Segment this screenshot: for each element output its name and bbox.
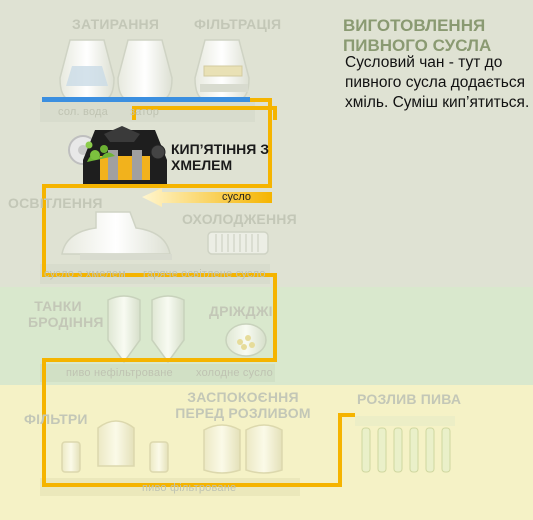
stage-filters: ФІЛЬТРИ <box>24 411 88 427</box>
mash-tank-2 <box>117 39 173 101</box>
whirlpool-tank <box>61 211 172 260</box>
flow-wort: сусло <box>222 191 252 203</box>
fermentation-tank-1 <box>107 295 141 364</box>
water-pipe <box>42 97 250 102</box>
filter-large <box>97 420 135 467</box>
stage-yeast: ДРІЖДЖІ <box>209 303 273 319</box>
product-pipe <box>42 98 355 487</box>
flow-mash: затор <box>130 106 160 118</box>
fermentation-tank-2 <box>151 295 185 364</box>
yeast-vessel <box>225 323 267 357</box>
filter-small-2 <box>149 441 169 473</box>
filter-small-1 <box>61 441 81 473</box>
stage-clarification: ОСВІТЛЕННЯ <box>8 195 103 211</box>
bottling-rail <box>355 416 455 426</box>
flow-malt-water: сол. вода <box>58 106 108 118</box>
stage-boiling: КИП’ЯТІННЯ З ХМЕЛЕМ <box>171 141 270 173</box>
stage-bottling: РОЗЛИВ ПИВА <box>357 391 462 407</box>
flow-filtered-beer: пиво фільтроване <box>142 482 237 494</box>
page-title: ВИГОТОВЛЕННЯ ПИВНОГО СУСЛА <box>343 16 492 55</box>
flow-wort-hops: сусло з хмелем <box>44 268 126 280</box>
bottles <box>361 427 451 473</box>
stage-description: Сусловий чан - тут до пивного сусла дода… <box>345 54 530 111</box>
bright-tank-1 <box>203 424 241 474</box>
mash-tank-1 <box>59 39 115 101</box>
boil-kettle <box>68 126 167 186</box>
flow-cold-wort: холодне сусло <box>196 367 273 379</box>
stage-cooling: ОХОЛОДЖЕННЯ <box>182 211 297 227</box>
row3-label-strip <box>40 364 275 382</box>
stage-fermentation: ТАНКИ БРОДІННЯ <box>28 298 104 330</box>
stage-pre-bottling: ЗАСПОКОЄННЯ ПЕРЕД РОЗЛИВОМ <box>175 389 311 421</box>
lauter-tun <box>194 39 250 101</box>
bright-tank-2 <box>245 424 283 474</box>
arrow-left-icon <box>142 188 272 207</box>
stage-filtration: ФІЛЬТРАЦІЯ <box>194 16 282 32</box>
flow-hot-clarified-wort: гаряче освітлене сусло <box>143 268 266 280</box>
flow-unfiltered-beer: пиво нефільтроване <box>66 367 173 379</box>
stage-mashing: ЗАТИРАННЯ <box>72 16 160 32</box>
cooler <box>207 231 269 255</box>
